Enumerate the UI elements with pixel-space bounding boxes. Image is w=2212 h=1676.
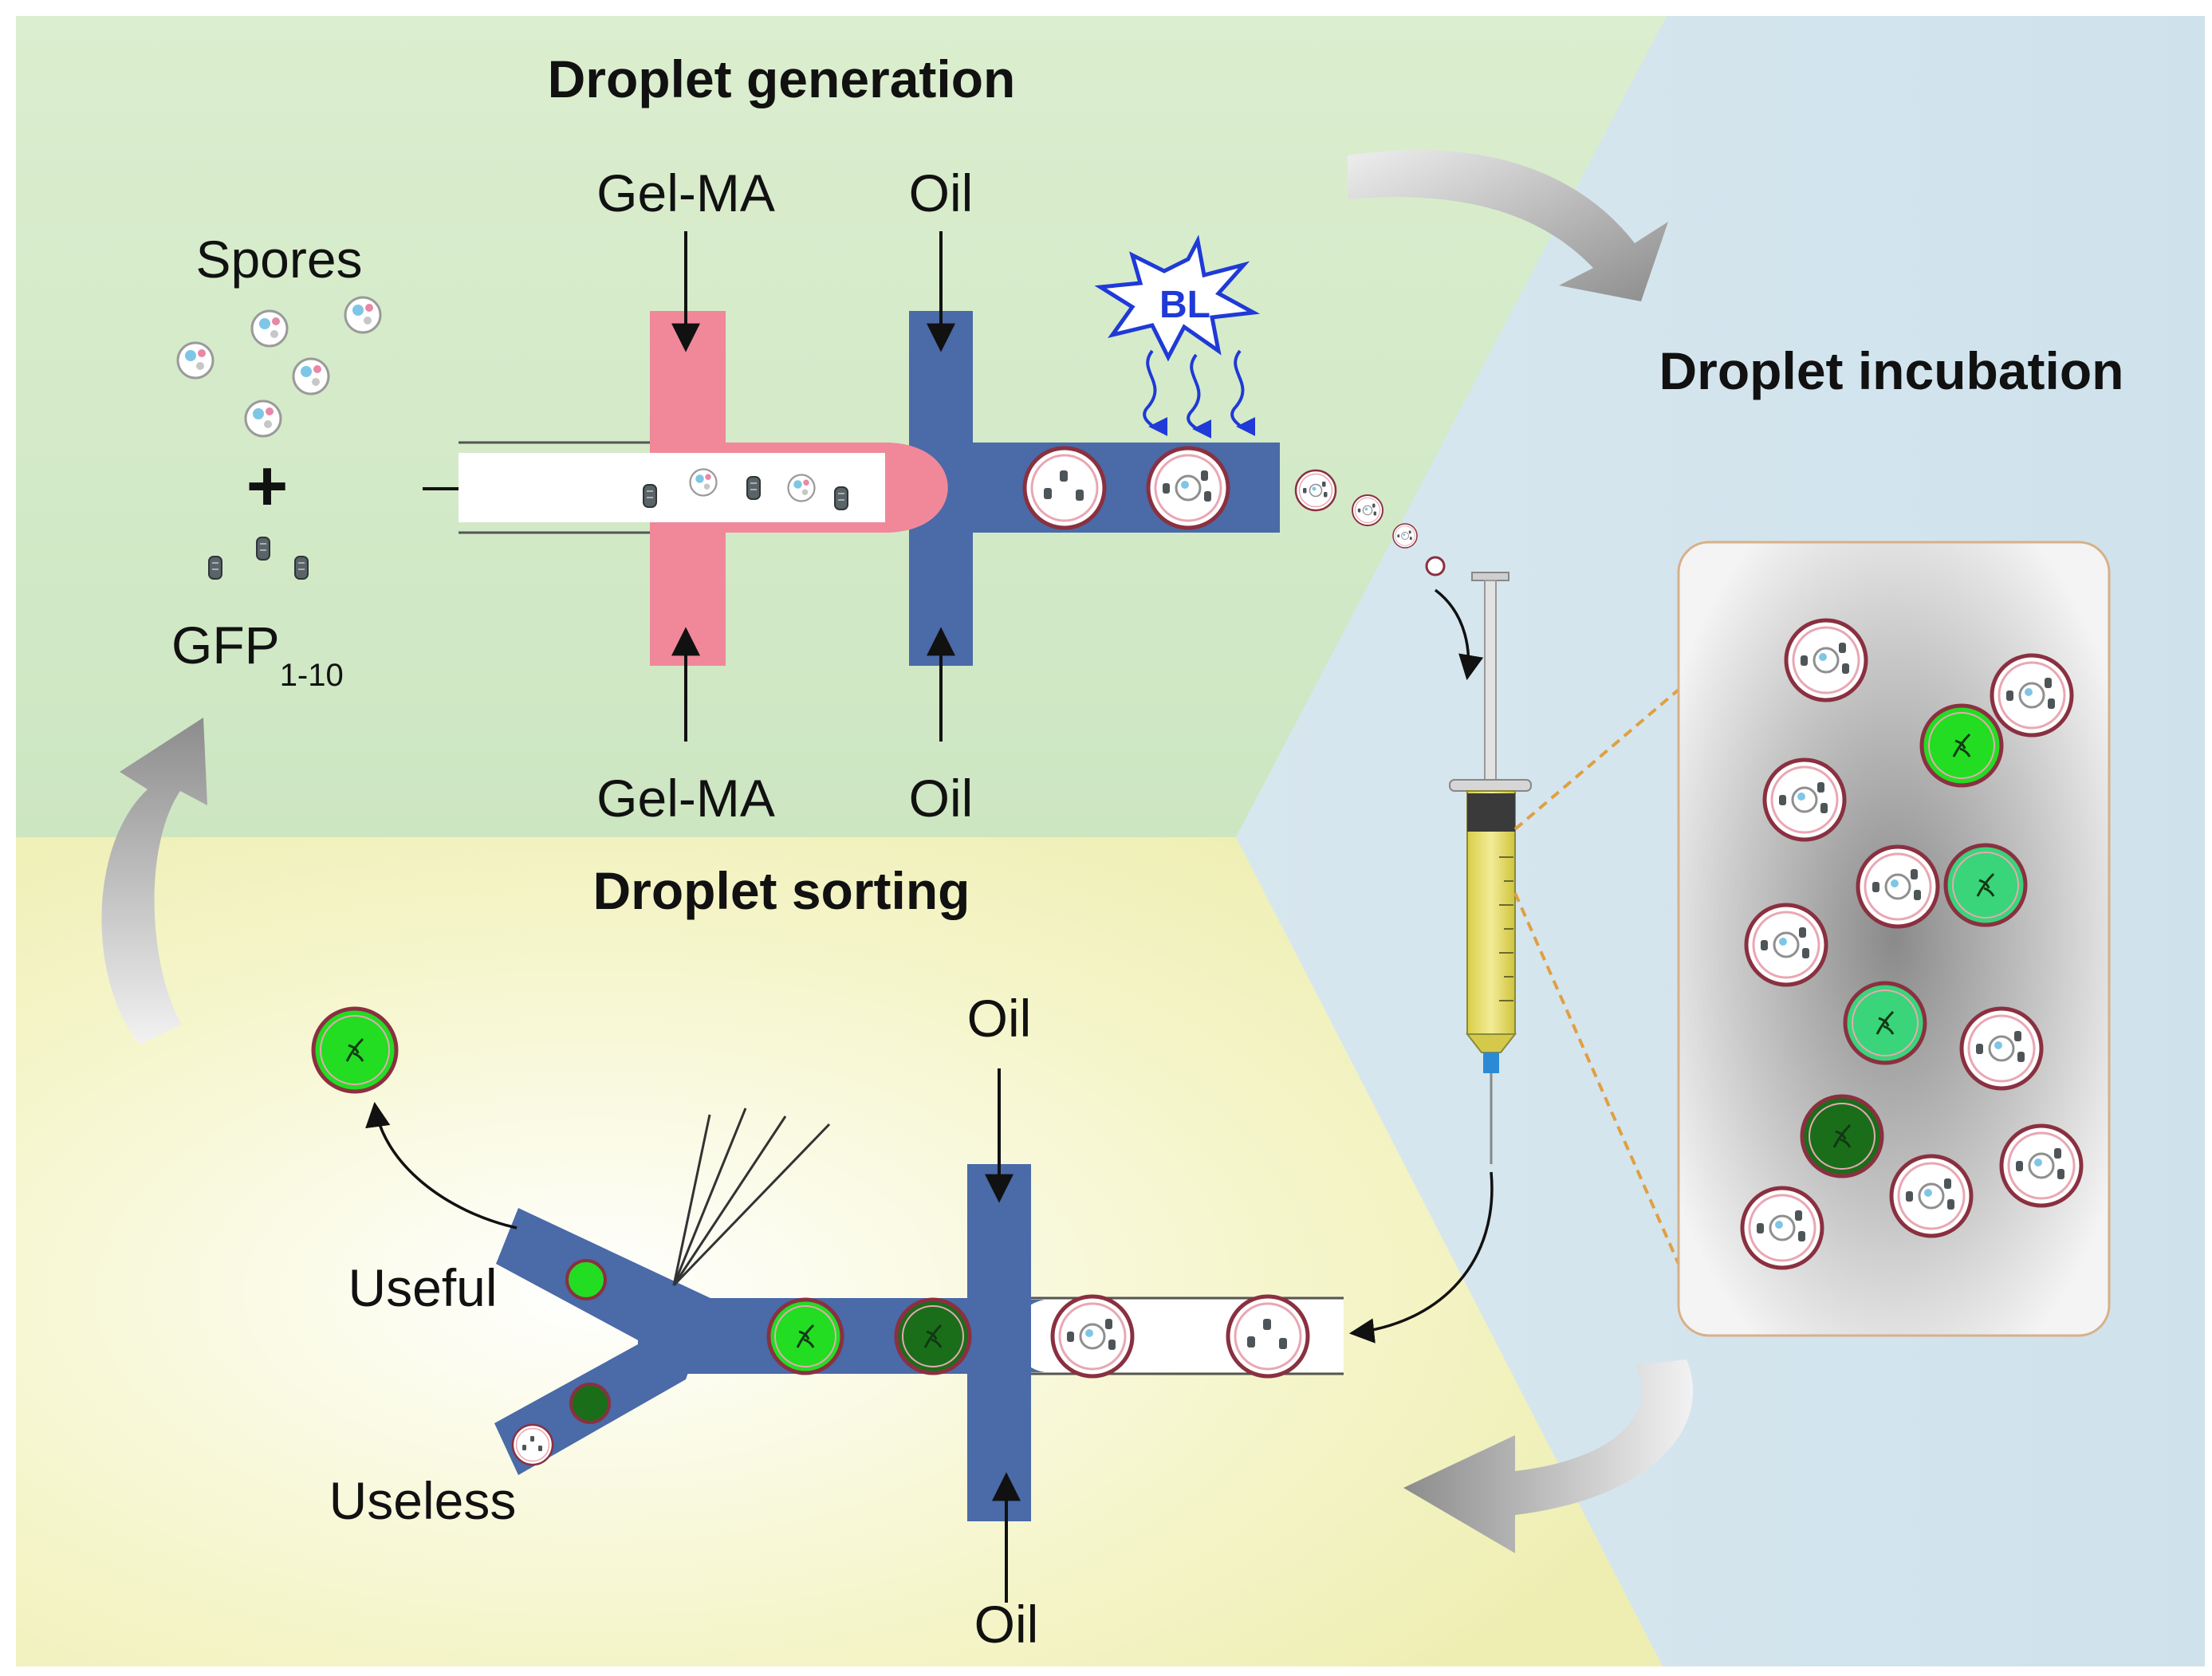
droplet-fluorescent (1843, 981, 1927, 1065)
spore (344, 296, 382, 334)
sort-droplet-dark (894, 1297, 972, 1375)
droplet-fluorescent-dark (1800, 1094, 1884, 1178)
droplet-fluorescent (1919, 703, 2004, 788)
droplet-empty (1228, 1296, 1308, 1376)
sort-droplet-bright (766, 1297, 844, 1375)
droplet-with-spore (1746, 905, 1826, 985)
gfp-label: GFP1-10 (171, 616, 344, 693)
syringe-plunger-rod (1484, 580, 1497, 781)
gfp-fragment (294, 556, 309, 580)
droplet-with-spore (1858, 847, 1938, 927)
zoom-line-bottom (1513, 892, 1680, 1265)
spore (176, 341, 215, 380)
gfp-label-main: GFP (171, 616, 280, 675)
spore (250, 309, 289, 348)
gfp-fragment (834, 486, 848, 510)
gfp-label-subscript: 1-10 (280, 658, 344, 693)
syringe-flange (1449, 779, 1532, 792)
oil-sort-top-label: Oil (967, 989, 1032, 1048)
oil-gen-bottom-label: Oil (909, 769, 974, 828)
droplet-with-spore (2001, 1126, 2081, 1206)
spore (787, 474, 816, 502)
gfp-fragment (256, 537, 270, 561)
droplet-with-spore (1352, 494, 1383, 526)
useless-branch-droplet (569, 1383, 611, 1424)
to-sorting-arrow (1348, 1171, 1494, 1344)
useless-label: Useless (329, 1471, 517, 1530)
gfp-fragment (746, 476, 761, 500)
plus-sign: + (246, 447, 289, 526)
droplet-empty (1025, 448, 1104, 528)
syringe (1449, 572, 1532, 1164)
blue-light-label: BL (1159, 284, 1210, 326)
generation-region (16, 16, 1667, 837)
zoom-line-top (1513, 688, 1680, 831)
blue-light-rays (1143, 349, 1256, 439)
sorting-region (16, 837, 1663, 1666)
generation-title: Droplet generation (548, 49, 1016, 108)
electrode (672, 1107, 831, 1287)
useful-collection-arrow (365, 1101, 518, 1229)
cycle-arrow-incubation-to-sorting (1403, 1359, 1694, 1553)
syringe-plunger-cap (1471, 572, 1509, 581)
droplet-small (1425, 556, 1446, 576)
droplet-with-spore (1891, 1156, 1971, 1236)
oil-sort-bottom-label: Oil (974, 1595, 1039, 1654)
droplet-with-spore (1392, 523, 1418, 549)
droplet-fluorescent (1943, 843, 2028, 927)
droplet-with-spore (1786, 620, 1866, 700)
gelma-top-label: Gel-MA (596, 163, 775, 222)
droplet-with-spore (1742, 1188, 1822, 1268)
droplet-with-spore (1765, 760, 1844, 840)
useful-label: Useful (348, 1258, 497, 1317)
syringe-graduations (1499, 856, 1513, 1001)
incubation-title: Droplet incubation (1659, 341, 2124, 400)
droplet-with-spore (1992, 655, 2072, 735)
incubated-droplets (1742, 620, 2081, 1268)
gfp-fragment (643, 484, 657, 508)
spore (244, 399, 282, 438)
useless-branch-droplet-empty (511, 1423, 554, 1466)
y-junction-fill (638, 1298, 714, 1379)
spore (689, 468, 718, 497)
oil-gen-top-label: Oil (909, 163, 974, 222)
syringe-tip (1465, 1033, 1517, 1053)
gelma-bottom-label: Gel-MA (596, 769, 775, 828)
blue-light-burst (1094, 234, 1261, 362)
oil-spacer-bulge (1014, 1300, 1045, 1372)
droplet-with-spore (1053, 1296, 1132, 1376)
droplet-with-spore (1148, 448, 1228, 528)
spores-label: Spores (195, 230, 362, 289)
spore (292, 357, 330, 395)
useful-branch-droplet (565, 1259, 607, 1300)
gfp-fragment (208, 556, 222, 580)
cycle-arrow-sorting-to-generation (101, 718, 207, 1045)
cycle-arrow-generation-to-incubation (1348, 150, 1668, 301)
collected-useful-droplet (311, 1006, 399, 1094)
exiting-droplets (1294, 469, 1446, 576)
droplet-with-spore (1294, 469, 1337, 512)
syringe-piston (1467, 793, 1515, 832)
to-syringe-arrow (1434, 588, 1484, 681)
syringe-hub (1483, 1052, 1499, 1073)
droplet-with-spore (1962, 1009, 2041, 1088)
sorting-title: Droplet sorting (593, 861, 970, 920)
gelma-tip (885, 443, 948, 533)
